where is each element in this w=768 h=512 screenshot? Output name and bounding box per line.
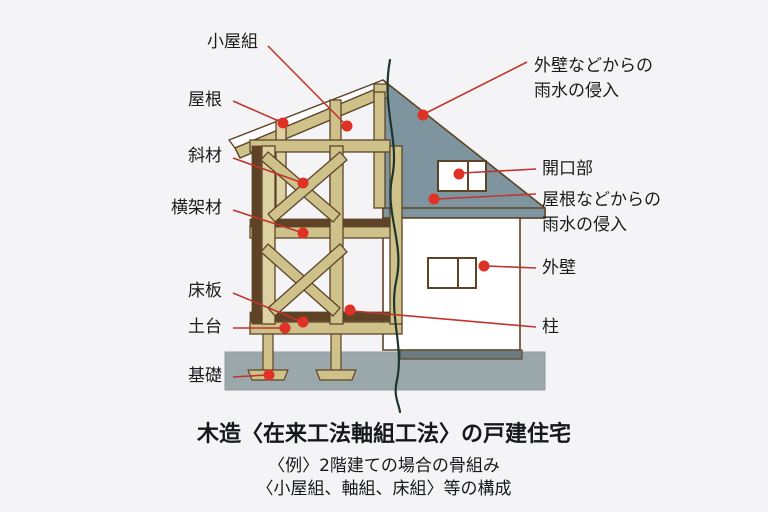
label-kaikoubu: 開口部 [542,159,593,179]
cut-line [386,58,402,414]
leader-lines [232,45,537,381]
label-dodai: 土台 [188,317,222,337]
caption-title: 木造〈在来工法軸組工法〉の戸建住宅 [196,421,571,447]
label-koyagumi: 小屋組 [207,32,258,52]
house-base-band [399,349,523,360]
label-shazai: 斜材 [188,146,222,166]
label-yane-shinnyuu-line1: 屋根などからの [542,190,661,210]
label-yane: 屋根 [188,90,222,110]
label-gaiheki-shinnyuu-line2: 雨水の侵入 [534,81,619,101]
caption-sub-line2: 〈小屋組、軸組、床組〉等の構成 [257,479,512,499]
window-lower [427,257,477,289]
column-mid [329,145,344,325]
caption-sub-line1: 〈例〉2階建ての場合の骨組み [268,456,500,476]
brace-upper-b [267,151,348,223]
footing-right [315,333,357,381]
label-gaiheki: 外壁 [542,258,576,278]
timber-frame [228,79,403,381]
label-yane-shinnyuu-line2: 雨水の侵入 [542,215,627,235]
wall-cut-edge [251,145,262,325]
label-kiso: 基礎 [188,366,222,386]
brace-lower-b [267,243,348,317]
label-gaiheki-shinnyuu-line1: 外壁などからの [534,56,653,76]
column-left [261,145,276,325]
label-hashira: 柱 [542,317,559,337]
label-oukazai: 横架材 [171,198,222,218]
roof-eave [382,207,546,219]
label-yukaita: 床板 [188,281,222,301]
